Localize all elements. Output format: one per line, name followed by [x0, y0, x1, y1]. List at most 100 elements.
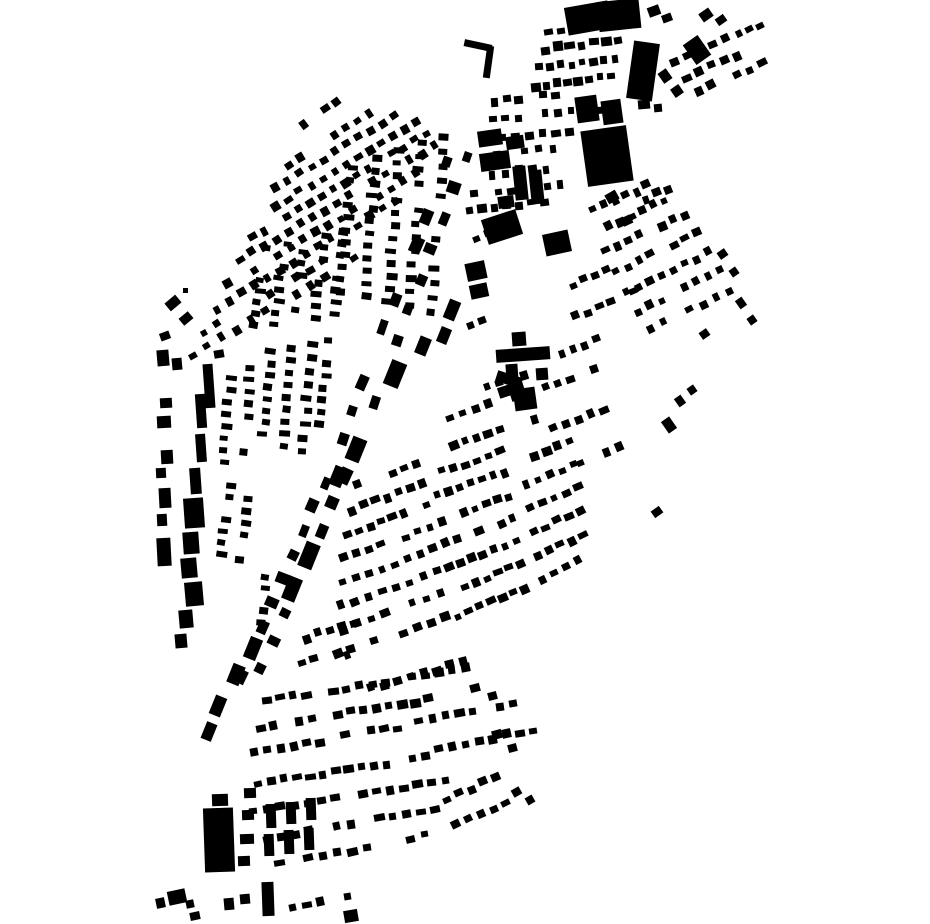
building: [321, 373, 333, 380]
building: [402, 553, 412, 563]
building: [243, 400, 254, 408]
building: [744, 65, 755, 75]
building: [565, 436, 575, 446]
building: [599, 245, 611, 256]
building: [489, 171, 496, 181]
building: [539, 198, 549, 208]
building: [347, 505, 358, 517]
building: [686, 384, 698, 396]
building: [580, 107, 589, 116]
building: [221, 422, 233, 430]
building: [575, 458, 585, 468]
building: [684, 304, 695, 314]
building: [743, 24, 754, 34]
building: [325, 626, 335, 636]
building: [613, 36, 623, 46]
building: [571, 480, 584, 492]
building: [528, 727, 539, 735]
building: [487, 690, 498, 702]
building: [262, 745, 272, 754]
building: [263, 347, 276, 356]
building: [255, 288, 267, 295]
building: [279, 430, 290, 437]
building: [519, 186, 528, 194]
building: [495, 346, 551, 363]
building: [458, 409, 468, 418]
building: [408, 754, 417, 764]
building: [706, 60, 717, 70]
building: [352, 152, 364, 162]
building: [468, 707, 478, 716]
building: [376, 318, 389, 336]
building: [462, 813, 474, 824]
building: [377, 203, 387, 213]
building: [390, 222, 401, 230]
building: [164, 294, 182, 312]
building: [636, 204, 648, 216]
building: [261, 407, 271, 415]
building: [283, 160, 294, 171]
building: [329, 145, 339, 156]
building: [353, 221, 364, 231]
building: [484, 452, 493, 461]
building: [254, 661, 268, 676]
building: [293, 203, 304, 214]
building: [437, 133, 449, 142]
building: [489, 544, 498, 554]
building: [293, 185, 304, 196]
building: [442, 485, 455, 498]
building: [692, 65, 706, 78]
building: [200, 329, 209, 338]
building: [716, 248, 729, 260]
building: [567, 106, 575, 115]
building: [273, 274, 284, 282]
building: [534, 62, 544, 70]
building: [640, 178, 652, 191]
building: [273, 859, 285, 868]
building: [305, 497, 321, 514]
building: [317, 191, 328, 202]
building: [443, 561, 455, 572]
building: [332, 847, 343, 857]
building: [385, 247, 397, 255]
building: [550, 493, 559, 503]
building: [421, 692, 433, 703]
building: [588, 56, 599, 66]
building: [657, 68, 673, 84]
building: [306, 354, 318, 363]
building: [659, 317, 668, 326]
building: [282, 194, 294, 205]
building: [474, 736, 485, 746]
building: [303, 380, 314, 389]
building: [566, 535, 578, 547]
building: [338, 577, 347, 586]
building: [359, 705, 368, 715]
building: [307, 163, 317, 173]
building: [543, 182, 552, 190]
building: [338, 552, 350, 563]
building: [437, 466, 446, 475]
building: [626, 40, 660, 102]
building: [507, 587, 519, 597]
building: [472, 456, 482, 465]
building: [643, 275, 656, 287]
building: [239, 893, 251, 905]
building: [436, 588, 445, 598]
building: [431, 236, 441, 243]
building: [698, 328, 711, 340]
building: [409, 697, 421, 709]
building: [354, 526, 364, 536]
building: [289, 829, 301, 840]
building: [537, 575, 548, 586]
building: [541, 108, 549, 118]
building: [442, 298, 462, 322]
building: [660, 196, 669, 205]
building: [213, 349, 225, 359]
building: [545, 62, 555, 72]
building: [656, 271, 667, 280]
building: [563, 40, 576, 50]
building: [480, 498, 492, 509]
building: [335, 275, 345, 283]
building: [368, 394, 382, 411]
building: [182, 531, 200, 555]
